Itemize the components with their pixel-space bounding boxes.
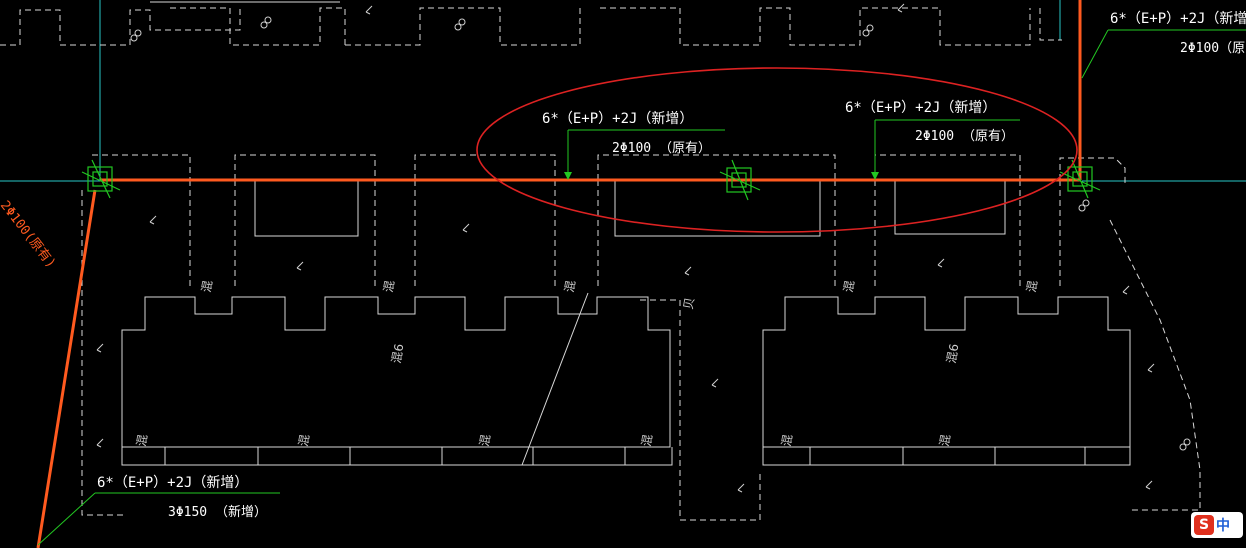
top-building-row [0,1,1062,46]
pipe-lines [36,0,1082,548]
left-building-base [121,447,673,466]
floor-mark: 混 [841,279,857,293]
leader-center-left [567,129,725,178]
pipe-diagonal-left [36,189,97,548]
floor-mark: 混 [381,279,397,293]
right-building-outline [762,296,1131,448]
diagonal-line [521,292,589,466]
leader-center-right [874,119,1020,178]
sogou-logo-icon: S [1194,515,1214,535]
annotation-center-left-line2: 2Φ100 （原有） [612,141,711,156]
ime-language-label: 中 [1216,518,1230,534]
leader-bottom-left [37,492,280,546]
leader-lines [37,29,1246,546]
leader-top-right [1081,29,1246,79]
highlight-ellipse [476,67,1078,233]
floor-mark: 混6 [944,343,961,365]
tree-symbols [96,3,1155,493]
annotation-bottom-left-line2: 3Φ150 （新增） [168,504,267,520]
annotation-center-left-line1: 6*（E+P）+2J（新增） [542,111,693,127]
annotation-left-pipe: 2Φ100(原有) [0,198,58,271]
middle-bay-row [81,154,1201,521]
ime-indicator[interactable]: S 中 [1191,512,1243,538]
floor-mark: 混6 [389,343,406,365]
floor-mark: 混 [562,279,578,293]
manhole-left [81,159,121,199]
leader-arrow [871,172,879,180]
annotation-top-right-line1: 6*（E+P）+2J（新增） [1110,11,1246,27]
floor-mark: 混 [779,433,795,447]
left-building-outline [121,296,671,448]
floor-mark: 混 [937,433,953,447]
annotation-bottom-left-line1: 6*（E+P）+2J（新增） [97,475,248,491]
floor-mark: 混 [199,279,215,293]
circle-symbols [130,16,1191,451]
floor-mark: 混 [296,433,312,447]
floor-mark: 混 [1024,279,1040,293]
floor-mark: 混 [477,433,493,447]
leader-arrow [564,172,572,180]
floor-mark: 混 [134,433,150,447]
annotation-center-right-line2: 2Φ100 （原有） [915,129,1014,144]
manhole-center [719,159,761,201]
floor-mark: 混 [639,433,655,447]
right-building-base [762,447,1131,466]
floor-mark: 贝 [681,296,697,310]
manhole-right [1059,159,1101,199]
annotation-top-right-line2: 2Φ100（原 [1180,41,1245,56]
annotation-center-right-line1: 6*（E+P）+2J（新增） [845,100,996,116]
